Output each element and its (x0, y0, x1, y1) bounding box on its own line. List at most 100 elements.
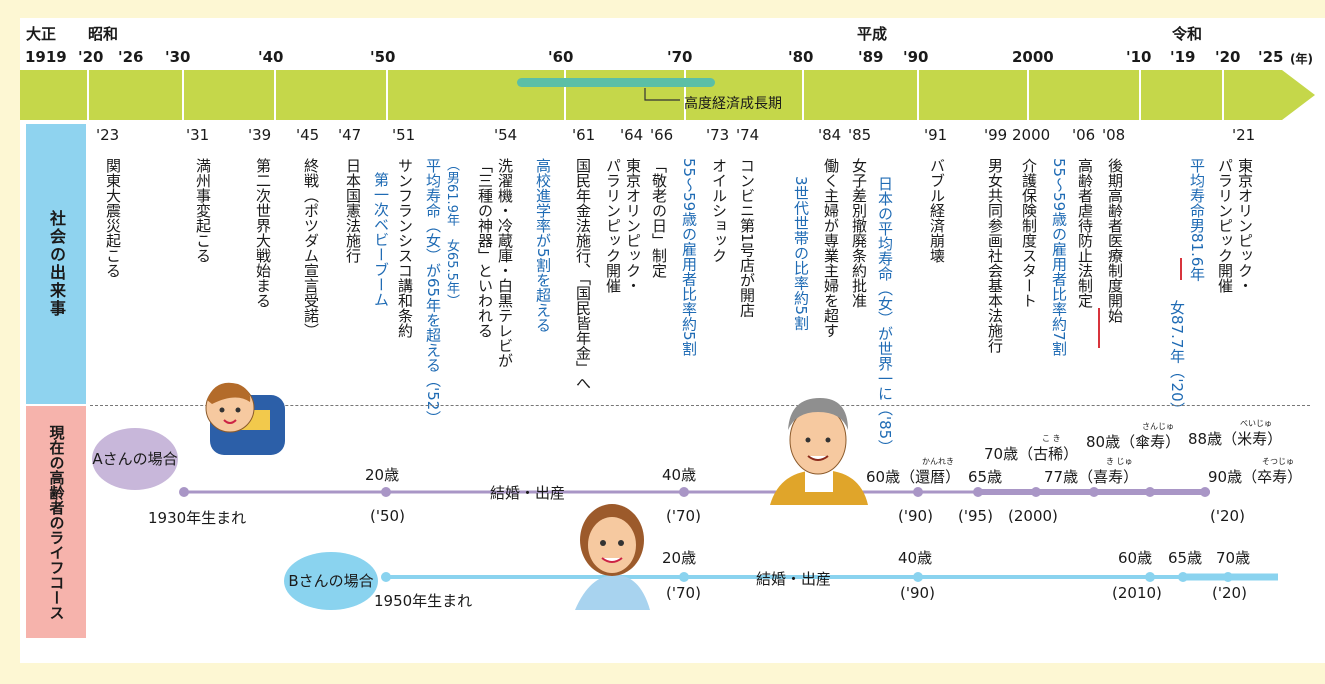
person-a-y20: ('20) (1210, 507, 1245, 525)
person-a-age20: 20歳 (365, 466, 400, 484)
event-jumyo: 日本の平均寿命（女）が世界一に（'85） (876, 176, 894, 455)
person-a-age90: 90歳（卒寿） (1208, 468, 1303, 486)
section-divider (90, 405, 1310, 406)
event-year: '74 (736, 126, 760, 144)
event-21b: パラリンピック開催 (1216, 158, 1234, 293)
event-year: '39 (248, 126, 272, 144)
year-20: '20 (78, 48, 104, 66)
event-year: '08 (1102, 126, 1126, 144)
person-a-y95: ('95) (958, 507, 993, 525)
ruby-sanju: さんじゅ (1142, 422, 1174, 431)
person-a-y70: ('70) (666, 507, 701, 525)
life-course-label: 現在の高齢者のライフコース (26, 406, 86, 638)
person-b-age40: 40歳 (898, 549, 933, 567)
event-year: '91 (924, 126, 948, 144)
ruby-kanreki: かんれき (922, 457, 954, 466)
event-koyo2: 55～59歳の雇用者比率約7割 (1050, 158, 1068, 356)
year-1919: 1919 (25, 48, 67, 66)
event-life-1: （男61.9年 女65.5年） (444, 158, 459, 307)
event-64b: パラリンピック開催 (604, 158, 622, 293)
year-unit: (年) (1290, 52, 1313, 66)
person-a-age65: 65歳 (968, 468, 1003, 486)
woman-illustration (575, 504, 650, 610)
event-31: 満州事変起こる (194, 158, 212, 263)
era-reiwa: 令和 (1172, 25, 1203, 43)
event-year: '66 (650, 126, 674, 144)
event-66: 「敬老の日」制定 (650, 158, 668, 278)
event-koyo1: 55～59歳の雇用者比率約5割 (680, 158, 698, 356)
event-06: 高齢者虐待防止法制定 (1076, 158, 1094, 308)
era-showa: 昭和 (88, 25, 119, 43)
event-99: 男女共同参画社会基本法施行 (986, 158, 1004, 353)
baby-illustration (205, 382, 285, 455)
era-heisei: 平成 (857, 25, 888, 43)
event-year: 2000 (1012, 126, 1051, 144)
person-b-age70: 70歳 (1216, 549, 1251, 567)
person-a-age60: 60歳（還暦） (866, 468, 961, 486)
year-20b: '20 (1215, 48, 1241, 66)
person-b-y90: ('90) (900, 584, 935, 602)
event-year: '06 (1072, 126, 1096, 144)
event-23: 関東大震災起こる (104, 158, 122, 278)
event-year: '45 (296, 126, 320, 144)
year-80: '80 (788, 48, 814, 66)
event-85: 女子差別撤廃条約批准 (850, 158, 868, 308)
person-b-marriage: 結婚・出産 (756, 570, 832, 588)
event-51: サンフランシスコ講和条約 (396, 158, 414, 338)
year-50: '50 (370, 48, 396, 66)
event-year: '54 (494, 126, 518, 144)
event-61: 国民年金法施行、「国民皆年金」へ (574, 158, 592, 391)
event-47: 日本国憲法施行 (344, 158, 362, 263)
event-year: '84 (818, 126, 842, 144)
person-b-age20: 20歳 (662, 549, 697, 567)
event-year: '99 (984, 126, 1008, 144)
person-b-born: 1950年生まれ (374, 592, 473, 610)
red-mark (1098, 308, 1100, 348)
event-babyboom: 第一次ベビーブーム (372, 172, 390, 307)
person-b-age65: 65歳 (1168, 549, 1203, 567)
person-a-marriage: 結婚・出産 (490, 484, 566, 502)
ruby-kiju: き じゅ (1106, 457, 1133, 466)
timeline-panel (20, 18, 1325, 663)
year-40: '40 (258, 48, 284, 66)
year-60: '60 (548, 48, 574, 66)
kodo-keizai-label: 高度経済成長期 (684, 96, 782, 112)
year-26: '26 (118, 48, 144, 66)
person-a-age77: 77歳（喜寿） (1044, 468, 1139, 486)
event-year: '85 (848, 126, 872, 144)
event-reiwa-life-1: 平均寿命男81.6年 (1188, 158, 1206, 282)
event-life-2: 平均寿命（女）が65年を超える（'52） (424, 158, 442, 426)
event-year: '21 (1232, 126, 1256, 144)
year-90: '90 (903, 48, 929, 66)
event-45: 終戦（ポツダム宣言受諾） (302, 158, 320, 338)
ruby-sotsuju: そつじゅ (1262, 457, 1294, 466)
red-mark (1180, 258, 1182, 280)
event-64a: 東京オリンピック・ (624, 158, 642, 293)
person-a-age88: 88歳（米寿） (1188, 430, 1283, 448)
ruby-beiju: べいじゅ (1240, 419, 1272, 428)
person-b-age60: 60歳 (1118, 549, 1153, 567)
person-a-born: 1930年生まれ (148, 509, 247, 527)
event-74: コンビニ第1号店が開店 (738, 158, 756, 318)
old-man-illustration (770, 398, 868, 505)
person-a-bubble: Aさんの場合 (92, 428, 178, 490)
event-08: 後期高齢者医療制度開始 (1106, 158, 1124, 323)
person-b-y70: ('70) (666, 584, 701, 602)
person-a-age40: 40歳 (662, 466, 697, 484)
year-70: '70 (667, 48, 693, 66)
era-taisho: 大正 (26, 25, 57, 43)
event-91: バブル経済崩壊 (928, 158, 946, 263)
year-89: '89 (858, 48, 884, 66)
person-b-y2010: (2010) (1112, 584, 1162, 602)
person-a-y2000: (2000) (1008, 507, 1058, 525)
year-19: '19 (1170, 48, 1196, 66)
event-21a: 東京オリンピック・ (1236, 158, 1254, 293)
event-84: 働く主婦が専業主婦を超す (822, 158, 840, 338)
event-year: '73 (706, 126, 730, 144)
event-73: オイルショック (710, 158, 728, 263)
event-54a: 洗濯機・冷蔵庫・白黒テレビが (496, 158, 514, 368)
event-39: 第二次世界大戦始まる (254, 158, 272, 308)
event-year: '31 (186, 126, 210, 144)
event-year: '51 (392, 126, 416, 144)
